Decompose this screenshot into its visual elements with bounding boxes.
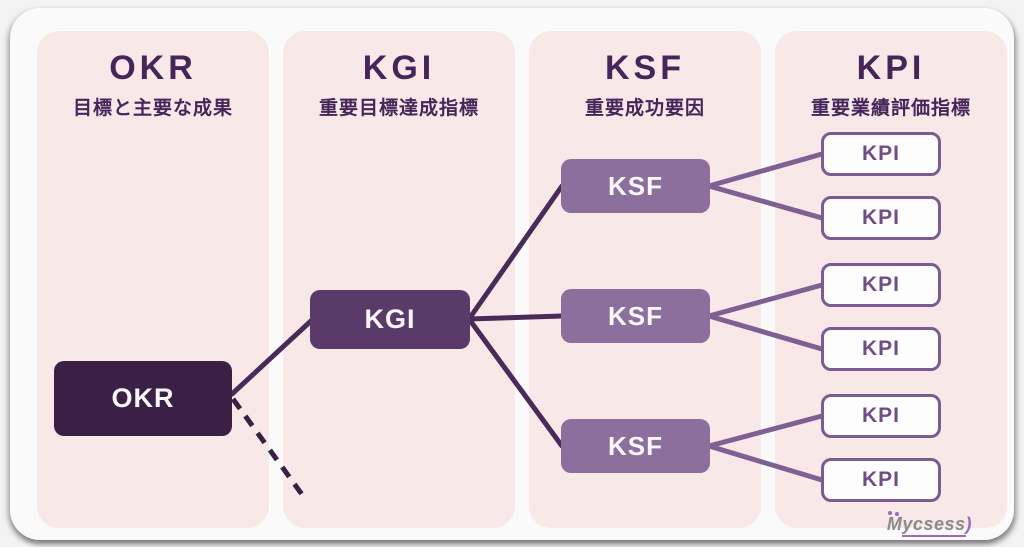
kpi-node-label: KPI [861, 206, 900, 229]
kpi-node-2: KPI [821, 196, 941, 240]
mycsess-logo-m: M [886, 514, 903, 534]
column-subtitle-okr: 目標と主要な成果 [72, 98, 233, 120]
kpi-node-label: KPI [861, 468, 900, 491]
kpi-node-label: KPI [861, 337, 900, 360]
column-okr: OKR 目標と主要な成果 [37, 31, 269, 528]
ksf-node-3: KSF [561, 419, 710, 473]
column-title-okr: OKR [109, 49, 197, 87]
mycsess-logo: Mycsess) [886, 514, 972, 537]
column-title-ksf: KSF [605, 49, 685, 87]
kpi-node-3: KPI [821, 263, 941, 307]
kpi-node-5: KPI [821, 394, 941, 438]
column-subtitle-ksf: 重要成功要因 [584, 98, 705, 120]
ksf-node-label: KSF [608, 300, 663, 331]
ksf-node-label: KSF [608, 170, 663, 201]
ksf-node-label: KSF [608, 430, 663, 461]
kpi-node-4: KPI [821, 327, 941, 371]
kgi-node-label: KGI [364, 304, 416, 334]
column-subtitle-kpi: 重要業績評価指標 [810, 98, 971, 120]
okr-node-label: OKR [111, 383, 175, 413]
ksf-node-1: KSF [561, 159, 710, 213]
kpi-node-label: KPI [861, 404, 900, 427]
kpi-node-6: KPI [821, 458, 941, 502]
ksf-node-2: KSF [561, 289, 710, 343]
column-title-kpi: KPI [856, 49, 926, 87]
column-kgi: KGI 重要目標達成指標 [283, 31, 515, 528]
kgi-node: KGI [310, 290, 470, 349]
mycsess-logo-rest: ycsess [902, 514, 966, 537]
okr-node: OKR [54, 361, 232, 436]
kpi-node-label: KPI [861, 273, 900, 296]
kpi-node-label: KPI [861, 142, 900, 165]
column-subtitle-kgi: 重要目標達成指標 [318, 98, 479, 120]
kpi-node-1: KPI [821, 132, 941, 176]
mycsess-logo-paren: ) [965, 514, 972, 534]
column-title-kgi: KGI [362, 49, 436, 87]
